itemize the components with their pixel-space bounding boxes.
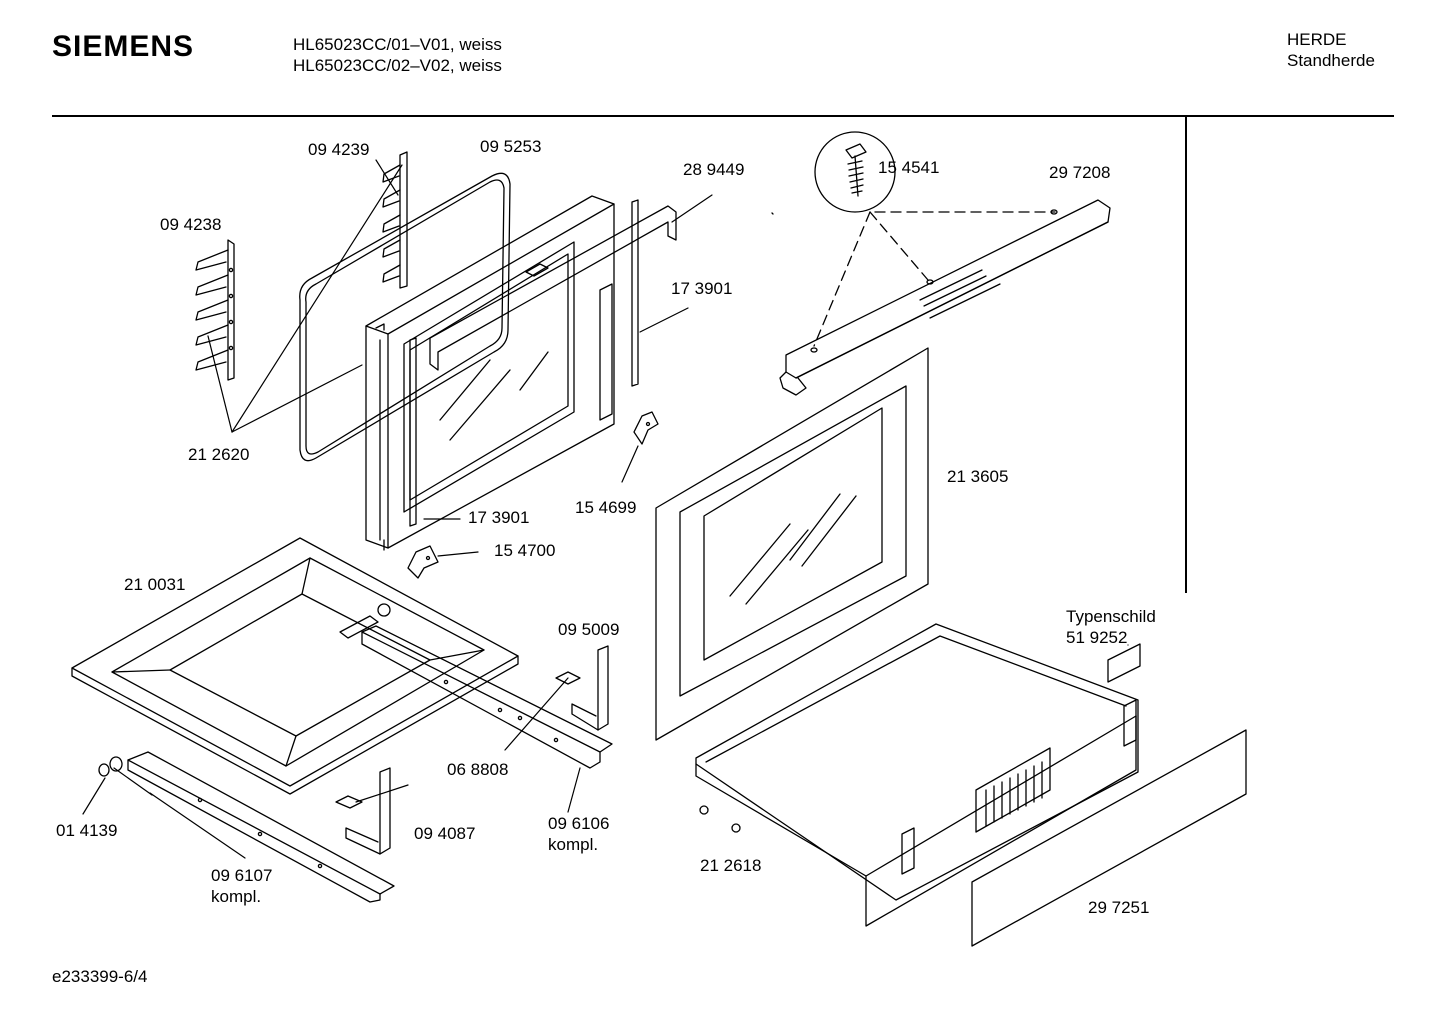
hinge-bracket-094238: [195, 239, 235, 381]
panel-210031: [71, 537, 519, 795]
top-strip-289449: [429, 205, 677, 371]
label-096107-kompl: kompl.: [211, 887, 262, 906]
label-154541: 15 4541: [878, 158, 940, 177]
top-rail-297208: [779, 199, 1111, 396]
label-154699: 15 4699: [575, 498, 637, 517]
label-096107: 09 6107: [211, 866, 273, 885]
category-title: HERDE: [1287, 30, 1347, 49]
inner-door-frame: [365, 195, 615, 551]
label-212618: 21 2618: [700, 856, 762, 875]
label-096106-kompl: kompl.: [548, 835, 599, 854]
label-212620: 21 2620: [188, 445, 250, 464]
header-divider: [52, 115, 1394, 117]
label-096106: 09 6106: [548, 814, 610, 833]
drawer-212618: [695, 623, 1139, 927]
seal-strips-173901: [409, 199, 639, 527]
label-095253: 09 5253: [480, 137, 542, 156]
label-210031: 21 0031: [124, 575, 186, 594]
label-173901-bottom: 17 3901: [468, 508, 530, 527]
label-typenschild: Typenschild: [1066, 607, 1156, 626]
label-094239: 09 4239: [308, 140, 370, 159]
leader-lines: [82, 159, 1129, 859]
label-095009: 09 5009: [558, 620, 620, 639]
bracket-094087: [335, 767, 391, 855]
label-094087: 09 4087: [414, 824, 476, 843]
outer-door-213605: [655, 347, 929, 741]
part-014139: [98, 756, 123, 777]
screw-detail: [771, 131, 1056, 347]
clip-154700: [407, 545, 439, 579]
label-297251: 29 7251: [1088, 898, 1150, 917]
label-094238: 09 4238: [160, 215, 222, 234]
label-213605: 21 3605: [947, 467, 1009, 486]
side-rail-096107: [127, 751, 395, 903]
vertical-divider: [1185, 115, 1187, 593]
clip-154699: [633, 411, 659, 445]
category-subtitle: Standherde: [1287, 51, 1375, 70]
bracket-095009: [555, 645, 609, 731]
door-seal-095253: [299, 172, 511, 462]
label-173901-top: 17 3901: [671, 279, 733, 298]
label-068808: 06 8808: [447, 760, 509, 779]
model-line-2: HL65023CC/02–V02, weiss: [293, 56, 502, 75]
label-289449: 28 9449: [683, 160, 745, 179]
type-plate-519252: [1107, 643, 1141, 683]
drawer-vent-slots: [985, 761, 1043, 827]
label-297208: 29 7208: [1049, 163, 1111, 182]
label-519252: 51 9252: [1066, 628, 1128, 647]
side-rail-096106: [361, 625, 613, 769]
label-014139: 01 4139: [56, 821, 118, 840]
label-154700: 15 4700: [494, 541, 556, 560]
hinge-bracket-094239: [382, 151, 408, 289]
document-id: e233399-6/4: [52, 967, 148, 986]
drawer-front-297251: [971, 729, 1247, 947]
brand-logo: SIEMENS: [52, 30, 195, 63]
model-line-1: HL65023CC/01–V01, weiss: [293, 35, 502, 54]
